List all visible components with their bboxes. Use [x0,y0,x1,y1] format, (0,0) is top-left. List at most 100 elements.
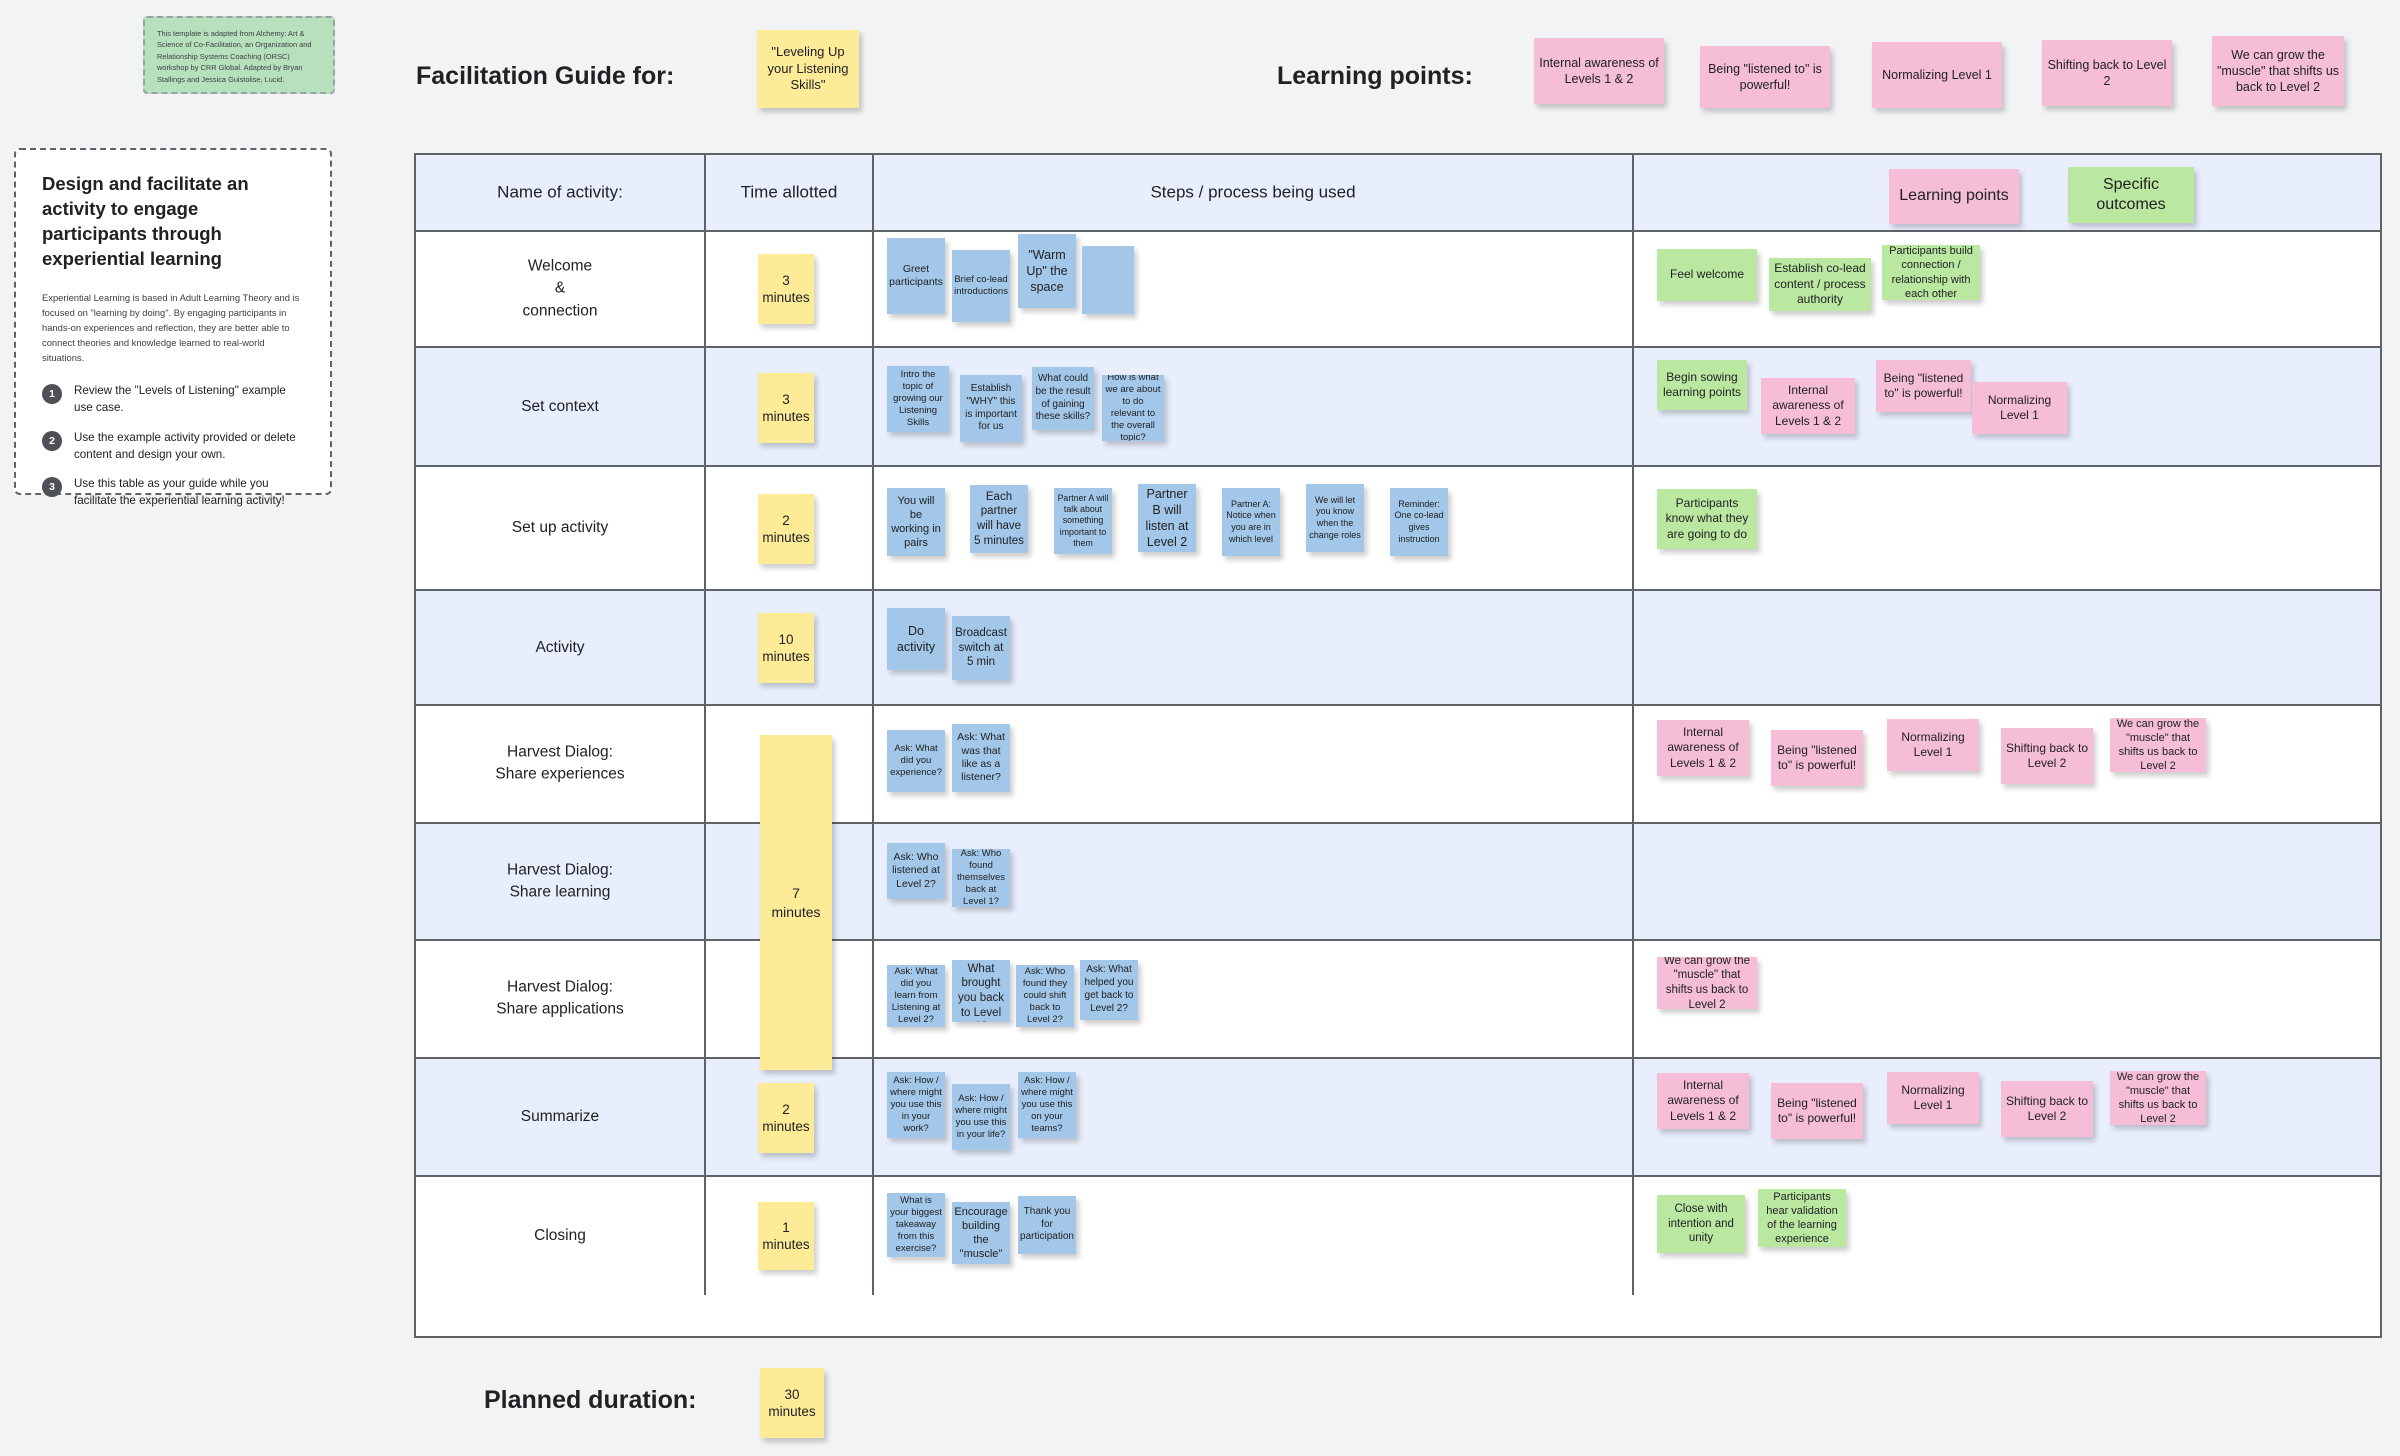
sticky-step[interactable]: Establish "WHY" this is important for us [960,375,1022,442]
row-steps-cell: Greet participants Brief co-lead introdu… [874,232,1634,346]
sticky-step[interactable]: Greet participants [887,238,945,314]
sticky-learning-point[interactable]: Being "listened to" is powerful! [1700,46,1830,108]
sticky-step[interactable]: How is what we are about to do relevant … [1102,375,1164,441]
sticky-learning-point[interactable]: We can grow the "muscle" that shifts us … [1657,957,1757,1009]
sticky-step[interactable]: Do activity [887,608,945,670]
sticky-learning-point[interactable]: We can grow the "muscle" that shifts us … [2110,718,2206,772]
sticky-learning-point[interactable]: Shifting back to Level 2 [2001,728,2093,784]
facilitation-table: Name of activity: Time allotted Steps / … [414,153,2382,1338]
sticky-outcome[interactable]: Begin sowing learning points [1657,360,1747,410]
sticky-step[interactable]: You will be working in pairs [887,488,945,556]
activity-name: Summarize [520,1107,600,1125]
sticky-learning-point[interactable]: Internal awareness of Levels 1 & 2 [1657,720,1749,776]
sticky-step[interactable]: Ask: What was that like as a listener? [952,724,1010,792]
sticky-learning-point[interactable]: Being "listened to" is powerful! [1771,730,1863,786]
sticky-step[interactable]: Encourage building the "muscle" [952,1202,1010,1264]
sticky-legend-specific-outcomes[interactable]: Specific outcomes [2068,167,2194,223]
sticky-learning-point[interactable]: Internal awareness of Levels 1 & 2 [1761,378,1855,434]
row-outcomes-cell: Feel welcome Establish co-lead content /… [1634,232,2380,346]
sticky-step[interactable]: Ask: How / where might you use this in y… [887,1072,945,1138]
sticky-time-allotted[interactable]: 2 minutes [758,494,814,564]
sticky-time-allotted[interactable]: 1 minutes [758,1202,814,1270]
sticky-step[interactable]: Reminder: One co-lead gives instruction [1390,488,1448,556]
row-name-cell: Summarize [416,1059,706,1175]
sticky-learning-point[interactable]: Being "listened to" is powerful! [1876,360,1971,412]
sticky-step[interactable]: Broadcast switch at 5 min [952,616,1010,680]
column-header-time: Time allotted [740,182,838,202]
sticky-outcome[interactable]: Feel welcome [1657,249,1757,301]
row-time-cell: 3 minutes [706,232,874,346]
sticky-learning-point[interactable]: Shifting back to Level 2 [2042,40,2172,106]
sticky-learning-point[interactable]: Internal awareness of Levels 1 & 2 [1657,1073,1749,1129]
sticky-time-allotted[interactable]: 3 minutes [758,373,814,443]
sticky-learning-point[interactable]: Normalizing Level 1 [1872,42,2002,108]
sticky-time-allotted-harvest[interactable]: 7 minutes [760,735,832,1070]
row-steps-cell: What is your biggest takeaway from this … [874,1177,1634,1295]
sticky-outcome[interactable]: Close with intention and unity [1657,1195,1745,1253]
sticky-step[interactable]: What is your biggest takeaway from this … [887,1193,945,1257]
sticky-legend-learning-points[interactable]: Learning points [1889,169,2019,224]
activity-name: Set context [521,397,599,415]
sticky-learning-point[interactable]: Shifting back to Level 2 [2001,1081,2093,1137]
sticky-time-allotted[interactable]: 10 minutes [758,613,814,683]
sticky-step[interactable]: Intro the topic of growing our Listening… [887,366,949,432]
activity-name: Harvest Dialog: Share learning [507,861,613,901]
sticky-step[interactable]: Partner A will talk about something impo… [1054,488,1112,554]
sticky-step[interactable]: Ask: How / where might you use this in y… [952,1084,1010,1150]
template-credit-text: This template is adapted from Alchemy: A… [157,29,312,84]
sticky-time-allotted[interactable]: 3 minutes [758,254,814,324]
table-row: Harvest Dialog: Share experiences Ask: W… [416,706,2380,824]
instructions-body: Experiential Learning is based in Adult … [42,291,300,364]
sticky-step[interactable]: Ask: What did you experience? [887,730,945,792]
sticky-step[interactable]: We will let you know when the change rol… [1306,484,1364,552]
row-outcomes-cell: Participants know what they are going to… [1634,467,2380,589]
sticky-step[interactable]: Thank you for participation [1018,1196,1076,1254]
sticky-step-blank[interactable] [1082,246,1134,314]
row-steps-cell: Ask: What did you experience? Ask: What … [874,706,1634,822]
learning-points-label: Learning points: [1277,62,1473,90]
row-name-cell: Set up activity [416,467,706,589]
row-outcomes-cell: Close with intention and unity Participa… [1634,1177,2380,1295]
row-steps-cell: Intro the topic of growing our Listening… [874,348,1634,465]
table-row: Set up activity 2 minutes You will be wo… [416,467,2380,591]
step-number-badge: 1 [42,384,62,405]
row-time-cell: 10 minutes [706,591,874,704]
sticky-step[interactable]: Ask: How / where might you use this on y… [1018,1072,1076,1138]
sticky-step[interactable]: Brief co-lead introductions [952,250,1010,322]
sticky-learning-point[interactable]: Normalizing Level 1 [1887,719,1979,771]
sticky-step[interactable]: Each partner will have 5 minutes [970,485,1028,553]
sticky-step[interactable]: Ask: Who listened at Level 2? [887,843,945,899]
sticky-step[interactable]: Ask: What did you learn from Listening a… [887,965,945,1027]
sticky-planned-duration[interactable]: 30 minutes [760,1368,824,1438]
row-time-cell: 1 minutes [706,1177,874,1295]
sticky-learning-point[interactable]: Normalizing Level 1 [1972,382,2067,434]
sticky-outcome[interactable]: Participants build connection / relation… [1882,245,1980,300]
sticky-outcome[interactable]: Participants hear validation of the lear… [1758,1189,1846,1247]
activity-name: Activity [535,638,585,656]
template-credit-box: This template is adapted from Alchemy: A… [143,16,335,94]
sticky-time-allotted[interactable]: 2 minutes [758,1083,814,1153]
sticky-learning-point[interactable]: Being "listened to" is powerful! [1771,1083,1863,1139]
row-name-cell: Harvest Dialog: Share learning [416,824,706,939]
sticky-step[interactable]: Ask: What helped you get back to Level 2… [1080,960,1138,1020]
header-cell-steps: Steps / process being used [874,155,1634,230]
sticky-learning-point[interactable]: We can grow the "muscle" that shifts us … [2110,1071,2206,1125]
sticky-step[interactable]: "Warm Up" the space [1018,234,1076,308]
column-header-name: Name of activity: [497,182,623,202]
activity-name: Closing [534,1226,586,1244]
sticky-outcome[interactable]: Establish co-lead content / process auth… [1769,258,1871,311]
sticky-learning-point[interactable]: Normalizing Level 1 [1887,1072,1979,1124]
row-time-cell [706,706,874,822]
sticky-step[interactable]: Ask: Who found themselves back at Level … [952,849,1010,907]
sticky-step[interactable]: Partner B will listen at Level 2 [1138,484,1196,552]
row-outcomes-cell: Begin sowing learning points Internal aw… [1634,348,2380,465]
sticky-step[interactable]: Ask: Who found they could shift back to … [1016,965,1074,1027]
sticky-step[interactable]: Ask: What brought you back to Level 1? [952,960,1010,1022]
sticky-step[interactable]: Partner A: Notice when you are in which … [1222,488,1280,556]
row-name-cell: Activity [416,591,706,704]
sticky-learning-point[interactable]: Internal awareness of Levels 1 & 2 [1534,38,1664,104]
sticky-topic-title[interactable]: "Leveling Up your Listening Skills" [757,30,859,108]
sticky-outcome[interactable]: Participants know what they are going to… [1657,489,1757,549]
sticky-step[interactable]: What could be the result of gaining thes… [1032,367,1094,430]
sticky-learning-point[interactable]: We can grow the "muscle" that shifts us … [2212,36,2344,106]
